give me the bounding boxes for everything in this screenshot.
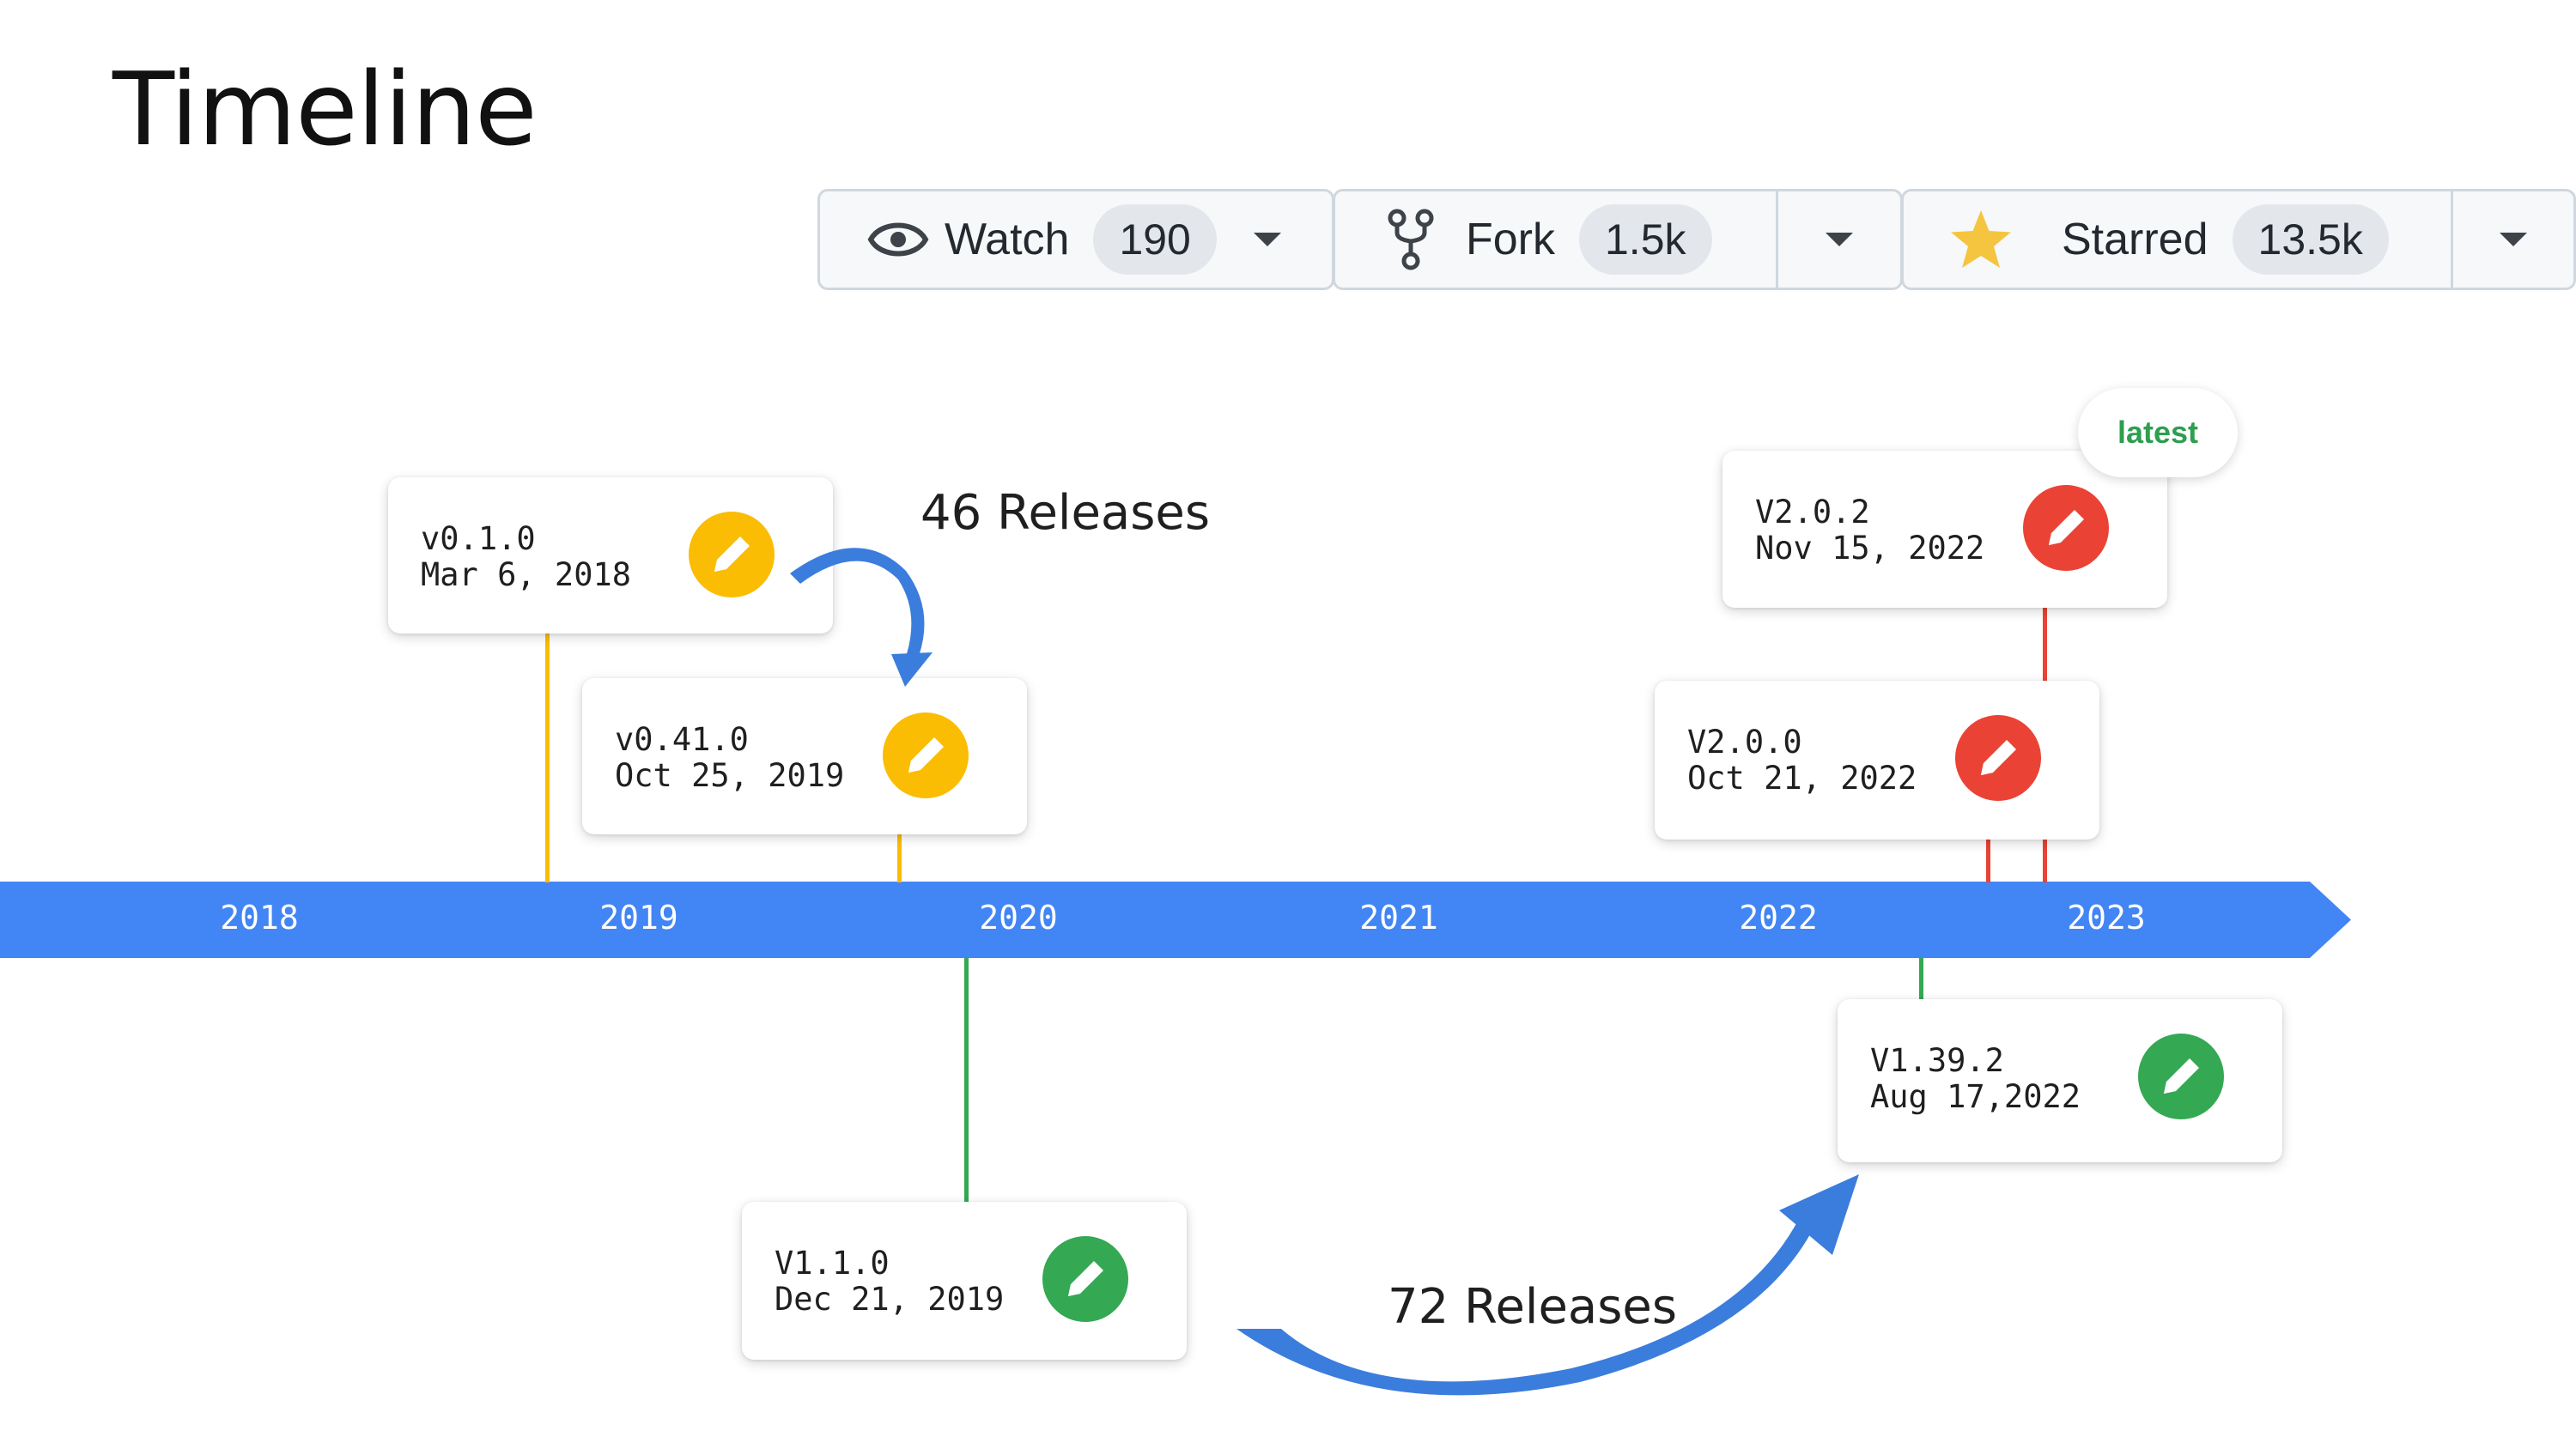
star-dropdown[interactable] [2451, 191, 2573, 288]
release-version: v0.1.0 [421, 520, 536, 557]
pencil-icon[interactable] [883, 712, 969, 798]
release-card-v2-0-0[interactable]: V2.0.0 Oct 21, 2022 [1655, 681, 2099, 840]
release-date: Oct 21, 2022 [1687, 760, 1917, 797]
arrow-72-releases [1236, 1174, 1859, 1396]
star-count: 13.5k [2232, 204, 2389, 275]
release-date: Oct 25, 2019 [615, 757, 845, 794]
star-button[interactable]: Starred 13.5k [1901, 189, 2576, 290]
stem-v1-39-2 [1919, 958, 1923, 999]
pencil-icon[interactable] [1042, 1236, 1128, 1322]
release-version: v0.41.0 [615, 721, 749, 758]
stem-v0-41-0 [897, 834, 902, 882]
release-version: V1.1.0 [775, 1245, 890, 1282]
stem-v0-1-0 [545, 634, 550, 882]
stem-v2-0-2-lower [2043, 840, 2047, 882]
caret-down-icon [2500, 233, 2527, 246]
pencil-icon[interactable] [2138, 1034, 2224, 1119]
fork-dropdown[interactable] [1776, 191, 1900, 288]
release-card-v2-0-2[interactable]: V2.0.2 Nov 15, 2022 [1722, 451, 2167, 608]
fork-label: Fork [1466, 215, 1555, 264]
page-title: Timeline [112, 50, 538, 168]
release-date: Mar 6, 2018 [421, 556, 632, 593]
star-icon [1951, 210, 2011, 268]
watch-count: 190 [1093, 204, 1217, 275]
release-date: Nov 15, 2022 [1755, 530, 1985, 567]
stem-v1-1-0 [964, 958, 969, 1202]
caret-down-icon [1826, 233, 1853, 246]
caret-down-icon [1254, 233, 1281, 246]
release-card-v0-41-0[interactable]: v0.41.0 Oct 25, 2019 [582, 678, 1027, 834]
release-card-v1-39-2[interactable]: V1.39.2 Aug 17,2022 [1838, 999, 2282, 1162]
stem-v2-0-0 [1986, 840, 1990, 882]
stem-v2-0-2-upper [2043, 608, 2047, 681]
releases-46-label: 46 Releases [920, 485, 1211, 541]
release-date: Aug 17,2022 [1870, 1078, 2081, 1115]
release-card-v0-1-0[interactable]: v0.1.0 Mar 6, 2018 [388, 477, 833, 634]
year-label-2019: 2019 [599, 899, 678, 937]
latest-badge: latest [2078, 388, 2238, 477]
release-version: V2.0.0 [1687, 724, 1802, 761]
year-label-2021: 2021 [1359, 899, 1438, 937]
year-label-2023: 2023 [2067, 899, 2146, 937]
year-label-2018: 2018 [220, 899, 299, 937]
watch-button[interactable]: Watch 190 [817, 189, 1334, 290]
year-label-2022: 2022 [1739, 899, 1818, 937]
fork-button[interactable]: Fork 1.5k [1333, 189, 1903, 290]
year-label-2020: 2020 [979, 899, 1058, 937]
release-date: Dec 21, 2019 [775, 1281, 1005, 1318]
star-label: Starred [2062, 215, 2208, 264]
fork-count: 1.5k [1579, 204, 1712, 275]
releases-72-label: 72 Releases [1388, 1279, 1678, 1335]
fork-icon [1388, 209, 1434, 270]
arrow-46-releases [790, 548, 933, 687]
timeline-bar [0, 882, 2351, 958]
release-version: V2.0.2 [1755, 494, 1870, 530]
release-version: V1.39.2 [1870, 1042, 2004, 1079]
release-card-v1-1-0[interactable]: V1.1.0 Dec 21, 2019 [742, 1202, 1187, 1360]
pencil-icon[interactable] [1955, 715, 2041, 801]
pencil-icon[interactable] [689, 512, 775, 597]
pencil-icon[interactable] [2023, 485, 2109, 571]
eye-icon [867, 222, 929, 257]
watch-dropdown[interactable] [1203, 191, 1332, 288]
watch-label: Watch [945, 215, 1070, 264]
